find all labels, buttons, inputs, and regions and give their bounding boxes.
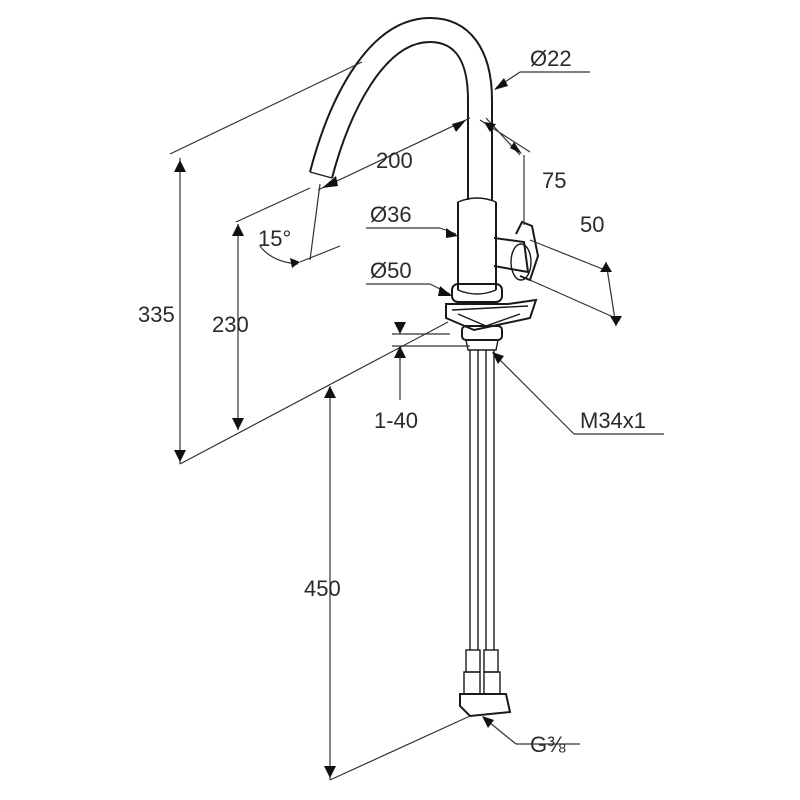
- outlet-height-label: 230: [212, 312, 249, 337]
- connection-thread-label: G⅜: [530, 732, 566, 757]
- handle-height-label: 50: [580, 212, 604, 237]
- dim-pipe-diameter: Ø22: [494, 46, 590, 90]
- body-diameter-label: Ø36: [370, 202, 412, 227]
- faucet-handle: [493, 220, 540, 282]
- dim-mount-thread: M34x1: [492, 352, 664, 435]
- pipe-diameter-label: Ø22: [530, 46, 572, 71]
- deck-thickness-label: 1-40: [374, 408, 418, 433]
- dim-spout-angle: 15°: [235, 183, 341, 268]
- spout-reach-label: 200: [376, 148, 413, 173]
- handle-offset-label: 75: [542, 168, 566, 193]
- faucet-body: [457, 197, 497, 295]
- dim-handle-offset: 75: [479, 117, 566, 225]
- dim-body-diameter: Ø36: [366, 202, 458, 238]
- dim-connection-thread: G⅜: [482, 716, 580, 757]
- hose-length-label: 450: [304, 576, 341, 601]
- faucet-base: [445, 283, 538, 351]
- dim-spout-reach: 200: [317, 117, 471, 191]
- dim-base-diameter: Ø50: [366, 258, 452, 296]
- spout-angle-label: 15°: [258, 226, 291, 251]
- mount-thread-label: M34x1: [580, 408, 646, 433]
- dim-handle-height: 50: [529, 212, 622, 327]
- dim-outlet-height: 230: [212, 224, 249, 430]
- base-diameter-label: Ø50: [370, 258, 412, 283]
- dim-hose-length: 450: [304, 386, 471, 781]
- total-height-label: 335: [138, 302, 175, 327]
- dim-deck-thickness: 1-40: [374, 322, 470, 433]
- supply-hoses: [459, 350, 512, 718]
- faucet-spout: [309, 16, 493, 200]
